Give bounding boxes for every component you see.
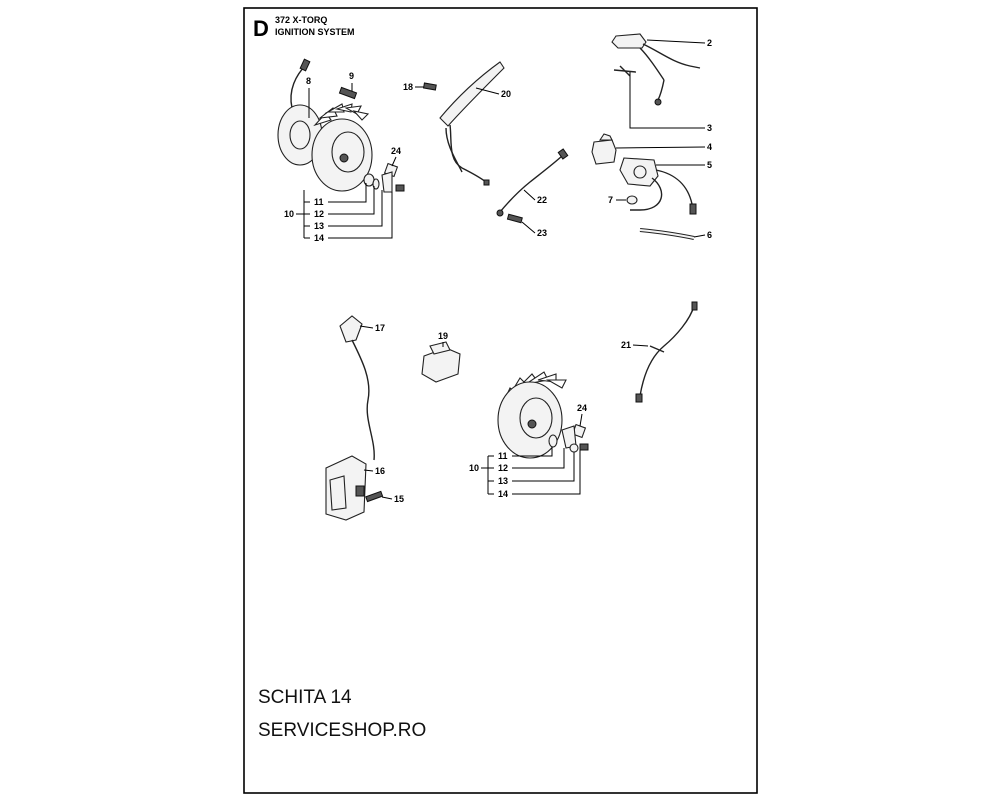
callout-6: 6 [707,230,712,240]
callout-24-top: 24 [391,146,401,156]
callout-10-top: 10 [284,209,294,219]
section-letter: D [253,16,269,41]
callout-8: 8 [306,76,311,86]
part-21-drawing [635,301,698,403]
footer-line-1: SCHITA 14 [258,687,352,708]
callout-12-top: 12 [314,209,324,219]
callout-4: 4 [707,142,712,152]
callout-5: 5 [707,160,712,170]
callout-13-top: 13 [314,221,324,231]
callout-13-bottom: 13 [498,476,508,486]
ignition-parts-drawing [591,33,701,240]
callout-10-bottom: 10 [469,463,479,473]
callout-12-bottom: 12 [498,463,508,473]
callout-17: 17 [375,323,385,333]
system-name: IGNITION SYSTEM [275,27,355,37]
callout-22: 22 [537,195,547,205]
part-19-drawing [421,341,461,383]
callout-18: 18 [403,82,413,92]
model-name: 372 X-TORQ [275,15,327,25]
callout-21: 21 [621,340,631,350]
callout-3: 3 [707,123,712,133]
flywheel-top-drawing [277,58,405,193]
callout-11-top: 11 [314,197,324,207]
callout-19: 19 [438,331,448,341]
callout-20: 20 [501,89,511,99]
callout-16: 16 [375,466,385,476]
cover-drawing [422,61,569,224]
callout-14-top: 14 [314,233,324,243]
callout-9: 9 [349,71,354,81]
callout-24-bottom: 24 [577,403,587,413]
callout-23: 23 [537,228,547,238]
page-border [243,7,758,794]
ignition-module-drawing [325,315,384,521]
flywheel-bottom-drawing [497,371,589,459]
footer-line-2: SERVICESHOP.RO [258,720,426,741]
callout-14-bottom: 14 [498,489,508,499]
callout-2: 2 [707,38,712,48]
callout-11-bottom: 11 [498,451,508,461]
callout-7: 7 [608,195,613,205]
callout-15: 15 [394,494,404,504]
